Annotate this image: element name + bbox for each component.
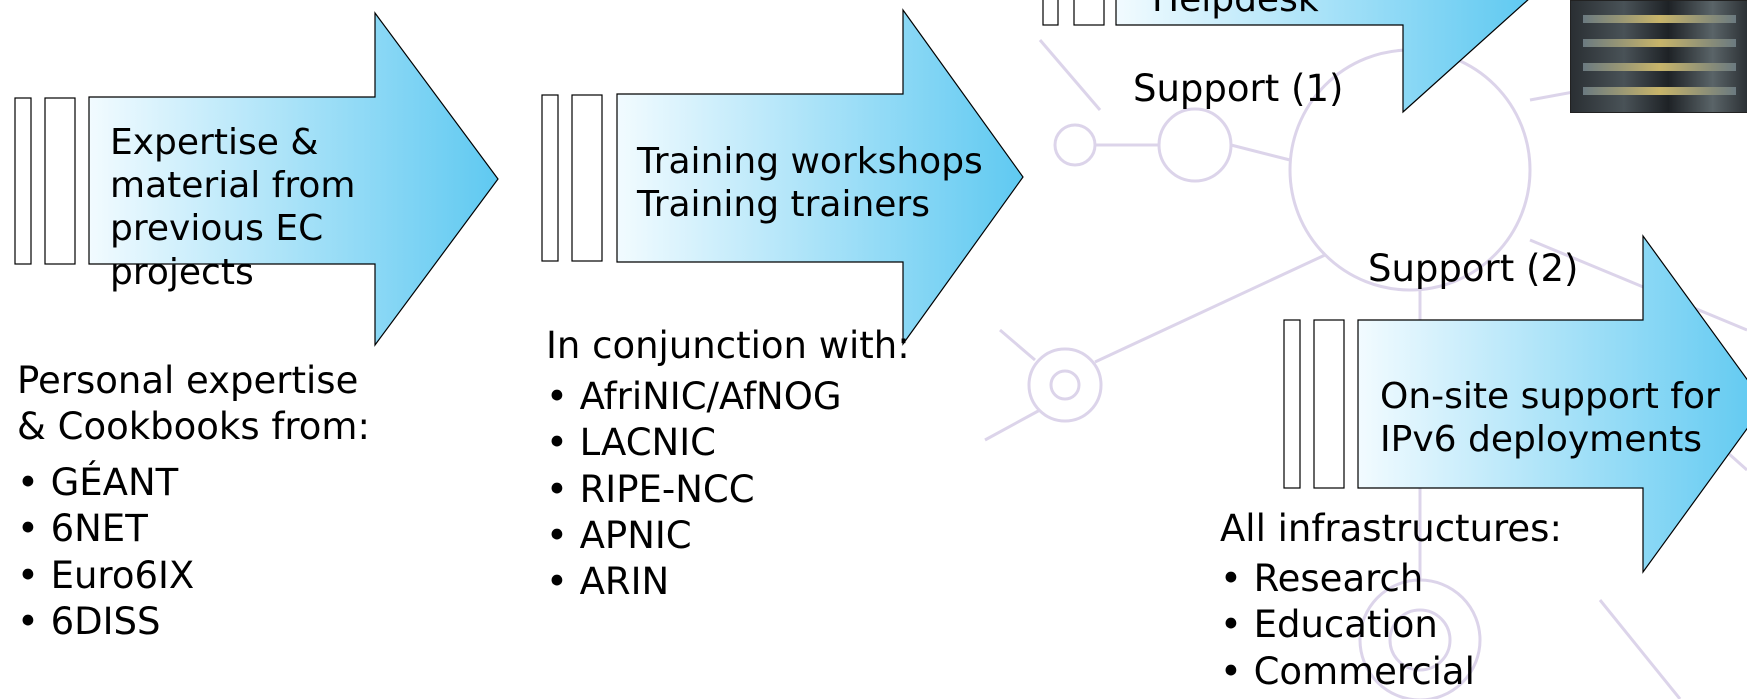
arrow-onsite-label: On-site support for IPv6 deployments	[1380, 375, 1720, 461]
list-item: 6DISS	[17, 599, 194, 645]
server-rack-photo	[1570, 0, 1747, 113]
personal-heading-line1: Personal expertise	[17, 359, 359, 402]
arrow-helpdesk-shape	[1115, 0, 1529, 114]
list-item: 6NET	[17, 506, 194, 552]
list-item: APNIC	[546, 513, 841, 559]
list-item: RIPE-NCC	[546, 467, 841, 513]
list-item: Euro6IX	[17, 553, 195, 599]
support-1-label: Support (1)	[1133, 67, 1344, 110]
arrow-helpdesk	[1042, 0, 1529, 114]
arrow-expertise-shape	[88, 11, 499, 347]
list-item: ARIN	[546, 559, 841, 605]
arrow-training-label-line1: Training workshops	[637, 141, 983, 182]
conjunction-list: AfriNIC/AfNOG LACNIC RIPE-NCC APNIC ARIN	[546, 374, 842, 605]
list-item: Research	[1220, 556, 1475, 602]
arrow-expertise-label: Expertise & material from previous EC pr…	[110, 122, 356, 293]
arrow-helpdesk-label: Helpdesk	[1152, 0, 1319, 21]
list-item: LACNIC	[546, 420, 841, 466]
arrow-expertise-bar-2	[44, 97, 76, 265]
arrow-expertise-bar-1	[14, 97, 32, 265]
list-item: AfriNIC/AfNOG	[546, 374, 842, 420]
arrow-training-label: Training workshops Training trainers	[637, 140, 983, 226]
arrow-training-bar-2	[571, 94, 603, 262]
arrow-expertise	[14, 11, 499, 347]
list-item: GÉANT	[17, 460, 194, 506]
arrow-onsite	[1283, 234, 1747, 574]
arrow-training-label-line2: Training trainers	[637, 184, 930, 226]
personal-heading-line2: & Cookbooks from:	[17, 405, 370, 449]
arrow-helpdesk-bar-1	[1042, 0, 1059, 26]
list-item: Education	[1220, 602, 1475, 648]
arrow-onsite-label-line2: IPv6 deployments	[1380, 419, 1703, 461]
arrow-onsite-label-line1: On-site support for	[1380, 376, 1720, 417]
infrastructures-heading: All infrastructures:	[1220, 507, 1562, 550]
personal-heading: Personal expertise & Cookbooks from:	[17, 358, 370, 451]
arrow-training-bar-1	[541, 94, 559, 262]
infrastructures-list: Research Education Commercial	[1220, 556, 1475, 695]
arrow-onsite-bar-2	[1313, 319, 1345, 489]
arrow-onsite-bar-1	[1283, 319, 1301, 489]
arrow-training-shape	[616, 8, 1024, 346]
arrow-training	[541, 8, 1024, 346]
list-item: Commercial	[1220, 649, 1475, 695]
support-2-label: Support (2)	[1368, 247, 1579, 290]
arrow-helpdesk-bar-2	[1073, 0, 1105, 26]
personal-list: GÉANT 6NET Euro6IX 6DISS	[17, 460, 195, 645]
arrow-onsite-shape	[1357, 234, 1747, 574]
conjunction-heading: In conjunction with:	[546, 324, 910, 367]
